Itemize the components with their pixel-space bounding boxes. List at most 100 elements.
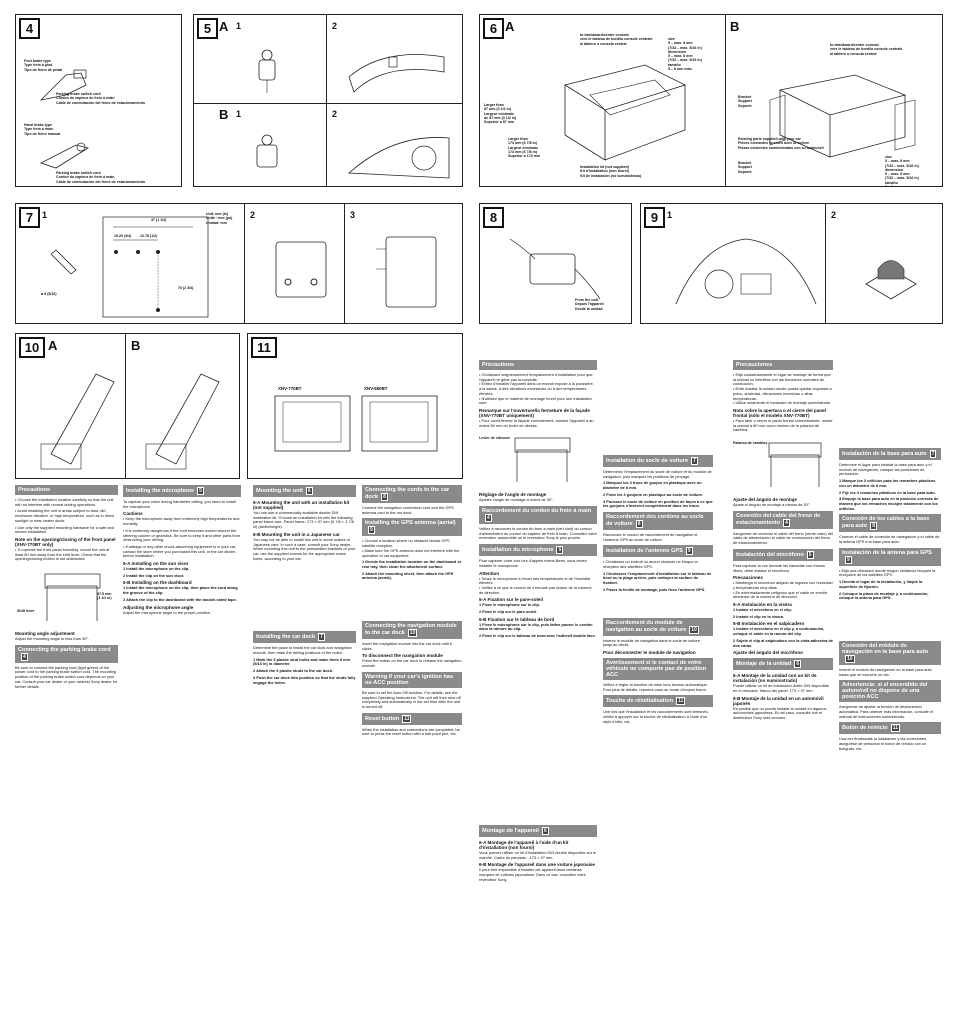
module-insert-illustration-b (145, 373, 220, 470)
figure-number: 8 (483, 207, 504, 228)
studs-illustration (275, 241, 327, 298)
figure-number: 5 (197, 18, 218, 39)
step-1: 1 (42, 210, 48, 220)
larger-than-87-label: Larger than 87 mm (3 1/2 in) Largeur min… (484, 103, 517, 125)
dim-70: 70 (2 3/4) (178, 286, 194, 290)
gps-antenna-illustration (865, 260, 917, 300)
figure-number: 10 (19, 337, 45, 358)
unit-label: Unit: mm (in) Unité : mm (po) Unidad: mm (206, 212, 233, 225)
hand-brake-cord-label: Parking brake switch cord Cordon du capt… (56, 171, 146, 184)
step-2: 2 (332, 21, 338, 31)
cables-heading: Conexión de los cables a la base para au… (839, 514, 941, 533)
foot-brake-illustration (39, 69, 87, 101)
mic-clip-illustration (258, 49, 276, 93)
english-column-1: Precautions • Choose the installation lo… (15, 485, 118, 689)
unit-front-660bt (361, 395, 438, 452)
figure-10-panel: 10 A B (15, 333, 240, 479)
variant-a-label: A (505, 19, 515, 34)
freno-heading: Conexión del cable del freno de estacion… (733, 510, 833, 529)
dashboard-label-a: to dashboard/center console vers le tabl… (580, 33, 653, 46)
variant-b-label: B (730, 19, 740, 34)
gps-heading: Installing the GPS antenna (aerial)9 (362, 518, 462, 537)
figure-11-panel: 11 XNV-770BT XNV-660BT (247, 333, 463, 479)
figure-4-panel: 4 Foot brake type Type frein à pied Tipo… (15, 14, 182, 187)
step-1b: 1 (236, 109, 242, 119)
size-label: size 5 – max. 8 mm (7/32 – max. 5/16 in)… (668, 37, 702, 72)
figure-number: 9 (644, 207, 665, 228)
install-kit-illustration (563, 64, 687, 161)
figure-9-panel: 9 1 2 (640, 203, 943, 324)
step-2: 2 (831, 210, 837, 220)
step-2: 2 (250, 210, 256, 220)
hand-brake-label: Hand brake type Type frein à main Tipo d… (24, 123, 61, 136)
parking-brake-heading: Connecting the parking brake cord4 (15, 644, 118, 663)
variant-b-label: B (219, 107, 229, 122)
bracket-label-2: Bracket Support Soporte (738, 161, 752, 174)
warning-heading: Warning if your car's ignition has no AC… (362, 671, 462, 688)
sun-visor-illustration (348, 54, 445, 93)
mic-dashboard-illustration (256, 134, 278, 168)
foot-brake-label: Foot brake type Type frein à pied Tipo d… (24, 59, 63, 72)
precautions-fr-heading: Précautions (479, 360, 597, 370)
step-1: 1 (667, 210, 673, 220)
dim-8: ø 8 (5/16) (41, 292, 57, 296)
module-fr-heading: Raccordement du module de navigation au … (603, 617, 713, 636)
car-dock-push-illustration (376, 236, 437, 308)
model-1-label: XNV-770BT (278, 386, 302, 391)
palanca-figure: Palanca de cambios (733, 435, 833, 495)
figure-8-panel: 8 From the unit Depuis l'appareil Desde … (479, 203, 632, 324)
dim-19: 19.20 (3/4) (114, 234, 132, 238)
shift-lever-figure: Shift lever 87.5 mm (3 1/2 in) (15, 564, 118, 629)
hand-brake-illustration (39, 142, 90, 169)
figure-6-panel: 6 A B to dashboard/center console vers l… (479, 14, 943, 187)
levier-figure: Levier de vitesses (479, 430, 597, 490)
foot-brake-cord-label: Parking brake switch cord Cordon du capt… (56, 92, 146, 105)
from-unit-label: From the unit Depuis l'appareil Desde la… (575, 298, 604, 311)
dim-37: 37 (1 1/2) (151, 218, 167, 222)
french-column-1: Précautions • Choisissez soigneusement l… (479, 360, 597, 639)
bracket-label: Bracket Support Soporte (738, 95, 752, 108)
step-1: 1 (236, 21, 242, 31)
bracket-illustration (769, 74, 916, 158)
figure-number: 7 (19, 207, 40, 228)
avertissement-heading: Avertissement si le contact de votre véh… (603, 657, 713, 680)
modulo-heading: Conexión del módulo de navegación en la … (839, 640, 941, 665)
car-interior-illustration (675, 238, 817, 305)
figure-7-panel: 7 1 2 3 Unit: mm (in) Unité : mm (po) Un… (15, 203, 463, 324)
larger-than-173-label: Larger than 173 mm (6 7/8 in) Largeur mi… (508, 137, 541, 159)
drill-illustration (50, 249, 77, 275)
variant-a-label: A (219, 19, 229, 34)
variant-a-label: A (48, 338, 58, 353)
nav-module-heading: Connecting the navigation module to the … (362, 621, 462, 640)
step-2b: 2 (332, 109, 338, 119)
install-kit-label: Installation kit (not supplied) Kit d'in… (580, 165, 642, 178)
frein-heading: Raccordement du cordon du frein à main4 (479, 506, 597, 525)
dim-12: 12.78 (1/2) (140, 234, 158, 238)
size-label-2: size 5 – max. 8 mm (7/32 – max. 5/16 in)… (885, 155, 919, 186)
figure-5-panel: 5 A 1 2 B 1 2 (193, 14, 463, 187)
step-3: 3 (350, 210, 356, 220)
figure-number: 4 (19, 18, 40, 39)
figure-number: 11 (251, 337, 277, 358)
cord-connection-illustration (509, 238, 601, 300)
antena-heading: Instalación de la antena para GPS9 (839, 547, 941, 566)
unit-front-770bt (274, 395, 351, 452)
template-illustration (102, 216, 209, 318)
figure-number: 6 (483, 18, 504, 39)
precautions-heading: Precautions (15, 485, 118, 495)
module-insert-illustration-a (40, 373, 115, 470)
dashboard-illustration (348, 137, 450, 179)
